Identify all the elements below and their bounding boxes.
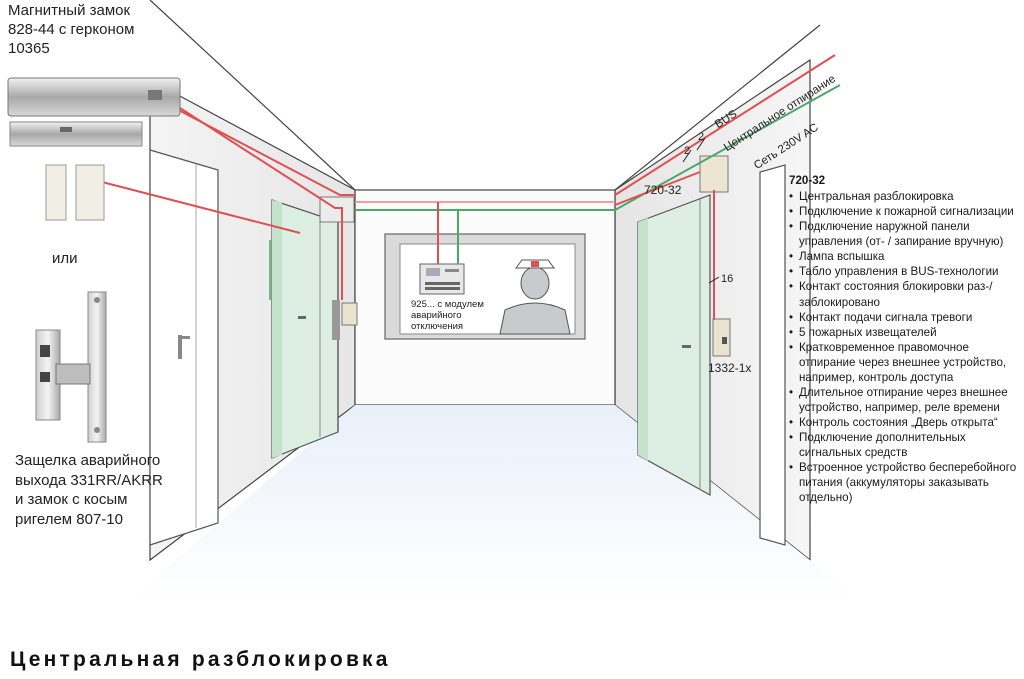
or-label: или (52, 250, 78, 267)
feature-item: Табло управления в BUS-технологии (789, 264, 1019, 279)
wire-red-main (614, 171, 715, 320)
wire-count-2b: 2 (698, 131, 705, 143)
left-near-door (149, 149, 219, 546)
feature-item: Встроенное устройство бесперебойного пит… (789, 460, 1019, 505)
ceiling-edge-right (614, 24, 821, 191)
maglock-product-icon (7, 77, 181, 147)
wiring (101, 54, 841, 320)
reed-contact-icon (45, 164, 105, 221)
feature-item: Подключение дополнительных сигнальных ср… (789, 430, 1019, 460)
feature-item: Контроль состояния „Дверь открыта“ (789, 415, 1019, 430)
module-label: 925... с модулем аварийного отключения (411, 299, 484, 333)
latch-label-line3: и замок с косым (15, 491, 128, 508)
controller-features-list: 720-32 Центральная разблокировка Подключ… (789, 173, 1019, 505)
module-label-line1: 925... с модулем (411, 299, 484, 310)
right-near-door (759, 164, 786, 546)
door-handle (178, 335, 182, 359)
right-door (637, 155, 731, 497)
nurse-icon (499, 259, 571, 335)
feature-item: Центральная разблокировка (789, 189, 1019, 204)
latch-label: Защелка аварийного выхода 331RR/AKRR и з… (15, 451, 163, 529)
maglock-label: Магнитный замок 828-44 с герконом 10365 (8, 2, 134, 58)
feature-item: Контакт состояния блокировки раз-/ забло… (789, 279, 1019, 309)
feature-item: Лампа вспышка (789, 249, 1019, 264)
feature-item: Длительное отпирание через внешнее устро… (789, 385, 1019, 415)
wire-green (355, 84, 841, 211)
ceiling-edge-left (149, 0, 356, 191)
card-reader-icon (712, 318, 731, 357)
feature-item: Подключение к пожарной сигнализации (789, 204, 1019, 219)
wire-count-16: 16 (721, 273, 734, 285)
exit-latch-icon (35, 291, 107, 443)
module-label-line2: аварийного (411, 309, 462, 321)
latch-label-line4: ригелем 807-10 (15, 510, 123, 528)
feature-item: 5 пожарных извещателей (789, 325, 1019, 340)
floor (130, 405, 860, 600)
wire-red-contact (101, 181, 301, 234)
maglock-label-line3: 10365 (8, 39, 50, 57)
module-label-line3: отключения (411, 320, 464, 332)
reader-label: 1332-1x (708, 361, 752, 375)
features-items: Центральная разблокировка Подключение к … (789, 189, 1019, 505)
wire-red-maglock (179, 107, 343, 300)
features-heading: 720-32 (789, 174, 826, 187)
feature-item: Подключение наружной панели управления (… (789, 219, 1019, 249)
maglock-label-line1: Магнитный замок (8, 2, 131, 19)
page-title: Центральная разблокировка (10, 648, 391, 671)
reception-window (384, 233, 586, 340)
left-far-door (271, 196, 358, 459)
latch-label-line1: Защелка аварийного (15, 452, 161, 469)
latch-label-line2: выхода 331RR/AKRR (15, 471, 163, 489)
control-panel-icon (419, 263, 465, 295)
controller-label: 720-32 (644, 183, 682, 197)
reader-left-icon (341, 302, 358, 326)
feature-item: Контакт подачи сигнала тревоги (789, 310, 1019, 325)
wire-count-2a: 2 (684, 145, 691, 157)
maglock-label-line2: 828-44 с герконом (8, 20, 135, 38)
feature-item: Кратковременное правомочное отпирание че… (789, 340, 1019, 385)
